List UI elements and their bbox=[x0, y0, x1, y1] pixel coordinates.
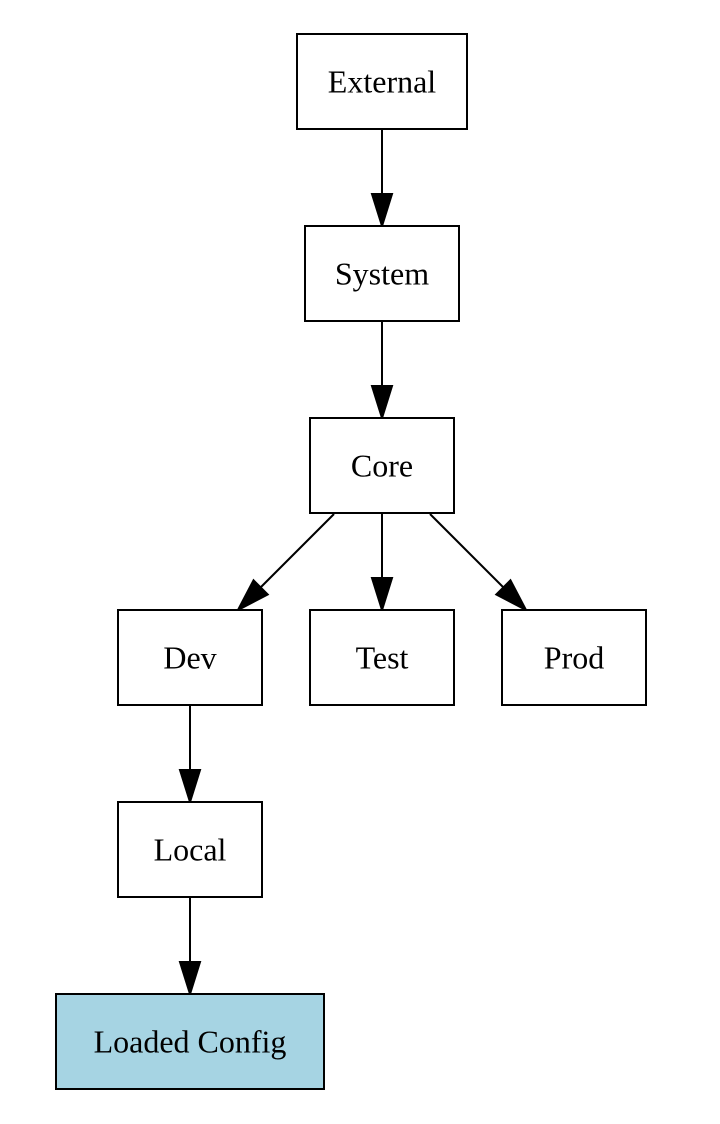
arrowhead-icon bbox=[494, 578, 529, 613]
edge-line bbox=[429, 513, 505, 589]
node-box bbox=[501, 609, 647, 706]
edge-local-to-loaded bbox=[178, 897, 202, 998]
node-label: Loaded Config bbox=[94, 1024, 287, 1060]
edge-external-to-system bbox=[370, 129, 394, 230]
arrowhead-icon bbox=[370, 193, 394, 230]
arrowhead-icon bbox=[370, 385, 394, 422]
node-box bbox=[117, 801, 263, 898]
node-test: Test bbox=[309, 609, 455, 706]
edge-core-to-dev bbox=[235, 513, 335, 613]
node-core: Core bbox=[309, 417, 455, 514]
edge-line bbox=[259, 513, 335, 589]
node-box bbox=[117, 609, 263, 706]
edge-system-to-core bbox=[370, 321, 394, 422]
node-box bbox=[309, 417, 455, 514]
arrowhead-icon bbox=[178, 961, 202, 998]
node-box bbox=[55, 993, 325, 1090]
node-label: Prod bbox=[544, 640, 604, 676]
node-system: System bbox=[304, 225, 460, 322]
edge-core-to-prod bbox=[429, 513, 529, 613]
node-local: Local bbox=[117, 801, 263, 898]
arrowhead-icon bbox=[178, 769, 202, 806]
edge-dev-to-local bbox=[178, 705, 202, 806]
node-label: Core bbox=[351, 448, 413, 484]
node-box bbox=[296, 33, 468, 130]
node-label: Local bbox=[154, 832, 227, 868]
node-external: External bbox=[296, 33, 468, 130]
arrowhead-icon bbox=[235, 578, 270, 613]
edge-core-to-test bbox=[370, 514, 394, 614]
node-label: System bbox=[335, 256, 429, 292]
node-loaded: Loaded Config bbox=[55, 993, 325, 1090]
node-box bbox=[309, 609, 455, 706]
node-label: Test bbox=[356, 640, 409, 676]
node-label: External bbox=[328, 64, 437, 100]
node-box bbox=[304, 225, 460, 322]
edges-layer bbox=[178, 129, 529, 998]
node-prod: Prod bbox=[501, 609, 647, 706]
node-dev: Dev bbox=[117, 609, 263, 706]
node-label: Dev bbox=[163, 640, 216, 676]
arrowhead-icon bbox=[370, 577, 394, 614]
